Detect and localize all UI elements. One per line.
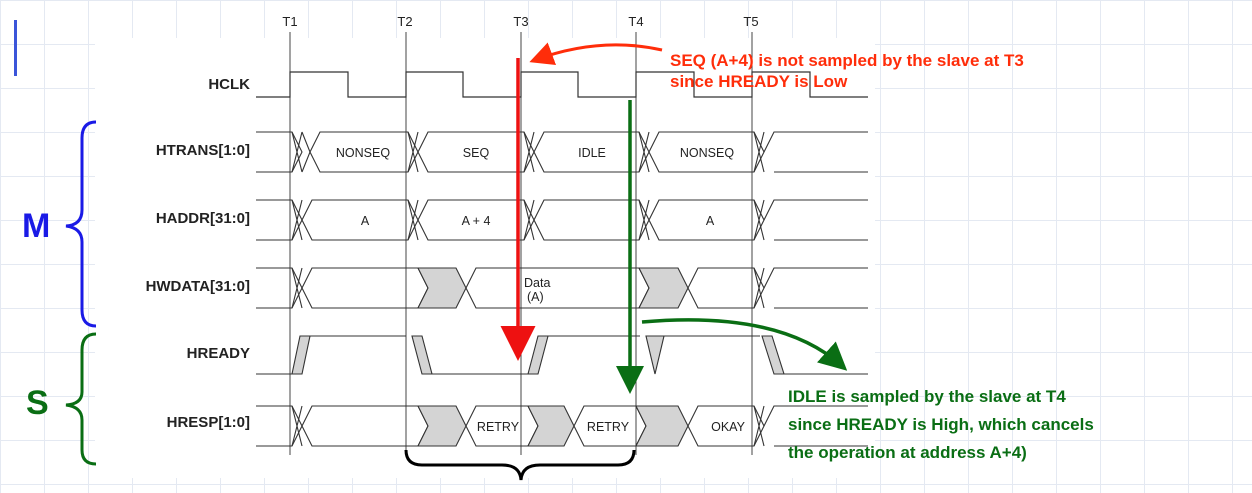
hwdata-value-line2: (A) [527,290,544,304]
haddr-value-a-1: A [361,214,370,228]
hwdata-value-line1: Data [524,276,550,290]
signal-label-htrans: HTRANS[1:0] [155,142,250,159]
haddr-value-a-plus-4: A + 4 [462,214,491,228]
htrans-value-nonseq-1: NONSEQ [336,146,390,160]
htrans-wave [256,131,868,173]
htrans-value-seq: SEQ [463,146,490,160]
t3-annotation-line2: since HREADY is Low [670,72,848,91]
t3-callout-arrow [529,42,663,66]
hclk-wave [256,71,868,98]
hwdata-wave [256,267,868,309]
htrans-value-nonseq-2: NONSEQ [680,146,734,160]
t3-annotation-line1: SEQ (A+4) is not sampled by the slave at… [670,51,1024,70]
time-marker-t2: T2 [397,14,413,29]
t4-annotation-line1: IDLE is sampled by the slave at T4 [788,387,1066,406]
time-marker-t3: T3 [513,14,529,29]
t4-annotation-line2: since HREADY is High, which cancels [788,415,1094,434]
slide-accent-bar [14,20,17,76]
haddr-value-a-2: A [706,214,715,228]
hready-wave [256,335,868,375]
group-label-master: M [22,207,51,245]
signal-label-haddr: HADDR[31:0] [155,210,250,227]
signal-label-hwdata: HWDATA[31:0] [145,278,250,295]
hresp-value-retry-2: RETRY [587,420,630,434]
group-label-slave: S [26,384,49,422]
signal-label-hresp: HRESP[1:0] [166,414,250,431]
hresp-value-retry-1: RETRY [477,420,520,434]
time-marker-t1: T1 [282,14,298,29]
t4-callout-arrow [641,318,848,371]
master-brace [65,120,97,328]
retry-period-brace [404,449,636,481]
signal-label-hclk: HCLK [208,76,250,93]
haddr-wave [256,199,868,241]
t4-annotation-line3: the operation at address A+4) [788,443,1027,462]
htrans-value-idle: IDLE [578,146,606,160]
signal-label-hready: HREADY [186,345,250,362]
timing-diagram-panel [95,38,875,478]
hresp-value-okay: OKAY [711,420,745,434]
hresp-wave [256,405,868,447]
time-marker-t5: T5 [743,14,759,29]
time-marker-t4: T4 [628,14,644,29]
slave-brace [65,332,97,466]
